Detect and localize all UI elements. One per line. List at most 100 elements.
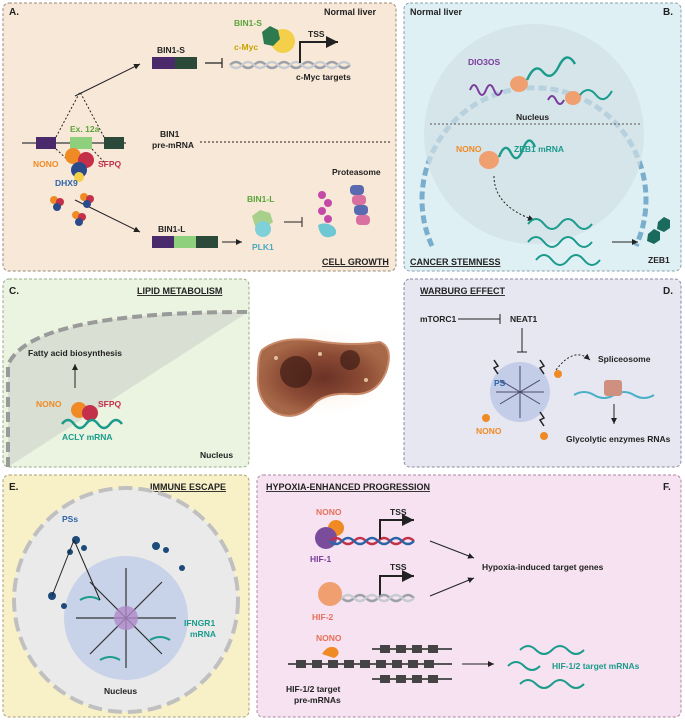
sfpq-label-a: SFPQ	[98, 159, 122, 169]
dio3os-label: DIO3OS	[468, 57, 500, 67]
bin1s-exon-2	[175, 57, 197, 69]
acly-mrna-icon	[61, 418, 123, 430]
mtorc1-label: mTORC1	[420, 314, 456, 324]
spliceosome-label: Spliceosome	[598, 354, 651, 364]
nucleus-label-c: Nucleus	[200, 450, 233, 460]
cytoplasmic-zeb1-mrna	[527, 218, 601, 266]
tss-label-f2: TSS	[390, 562, 407, 572]
nucleus-c	[6, 310, 249, 467]
nono-icon-f2	[322, 646, 339, 658]
panel-b-letter: B.	[663, 7, 673, 18]
tss-label-a: TSS	[308, 29, 325, 39]
hypoxia-label: Hypoxia-induced target genes	[482, 562, 604, 572]
neat1-label: NEAT1	[510, 314, 538, 324]
exon-label: Ex. 12a	[70, 124, 100, 134]
panel-a: A. Normal liver BIN1-S BIN1-S c-Myc TSS …	[2, 2, 397, 272]
spliceosome-icon	[604, 380, 622, 396]
nono-label-c: NONO	[36, 399, 62, 409]
cmyc-label: c-Myc	[234, 42, 258, 52]
nono-label-b: NONO	[456, 144, 482, 154]
panel-f-title: HYPOXIA-ENHANCED PROGRESSION	[266, 482, 430, 492]
panel-f-letter: F.	[663, 482, 671, 493]
bin1s-protein-label: BIN1-S	[234, 18, 262, 28]
paraspeckle-rnas	[496, 366, 544, 418]
hif1-label: HIF-1	[310, 554, 332, 564]
dna-helix-f1	[329, 536, 415, 546]
ifngr1-label: IFNGR1	[184, 618, 215, 628]
hif-target-mrnas	[507, 645, 585, 689]
panel-d-letter: D.	[663, 286, 673, 297]
sfpq-icon-c	[82, 405, 98, 421]
proteasome-label: Proteasome	[332, 167, 381, 177]
ps-label: PS	[494, 378, 506, 388]
cmyc-targets-label: c-Myc targets	[296, 72, 351, 82]
panel-a-title: Normal liver	[324, 7, 377, 17]
hif2-icon	[318, 582, 342, 606]
bin1s-protein-icon	[262, 26, 280, 46]
plk1-label: PLK1	[252, 242, 274, 252]
bin1l-exon-12a	[174, 236, 196, 248]
panel-a-letter: A.	[9, 7, 19, 18]
zeb1-mrna-label: ZEB1 mRNA	[514, 144, 564, 154]
panel-d: WARBURG EFFECT D. mTORC1 NEAT1 PS NONO S…	[403, 278, 682, 468]
bin1l-label: BIN1-L	[158, 224, 185, 234]
bin1s-exon-1	[152, 57, 175, 69]
glyco-label: Glycolytic enzymes RNAs	[566, 434, 671, 444]
panel-d-title: WARBURG EFFECT	[420, 286, 505, 296]
pss-label: PSs	[62, 514, 78, 524]
hif-pre-label: HIF-1/2 target	[286, 684, 340, 694]
free-complexes-a	[50, 193, 94, 226]
nono-label-f2: NONO	[316, 633, 342, 643]
zeb1-protein-icon	[647, 229, 660, 244]
sfpq-label-c: SFPQ	[98, 399, 122, 409]
exon-12a	[70, 137, 92, 149]
ifngr1-mrna-label: mRNA	[190, 629, 216, 639]
hif-mrna-label: HIF-1/2 target mRNAs	[552, 661, 640, 671]
tss-arrow-a	[299, 36, 338, 63]
export-arrow	[493, 175, 535, 221]
panel-b-title: Normal liver	[410, 7, 463, 17]
pre-mrna-bars	[288, 645, 452, 683]
nucleus-label-b: Nucleus	[516, 112, 549, 122]
nono-icon-b1	[510, 76, 528, 92]
bin1s-label: BIN1-S	[157, 45, 185, 55]
bin1l-exon-1	[152, 236, 174, 248]
arrow-to-bin1s	[74, 63, 141, 97]
hif2-label: HIF-2	[312, 612, 334, 622]
nono-label-f1: NONO	[316, 507, 342, 517]
fab-label: Fatty acid biosynthesis	[28, 348, 122, 358]
dhx9-label: DHX9	[55, 178, 78, 188]
nono-icon-b2	[479, 151, 499, 169]
proteasome-icon	[350, 185, 370, 225]
panel-c: C. LIPID METABOLISM Fatty acid biosynthe…	[2, 278, 250, 468]
tss-label-f1: TSS	[390, 507, 407, 517]
zeb1-mrna-nuclear	[497, 139, 537, 160]
dna-helix-f2	[329, 593, 415, 603]
panel-e: E. IMMUNE ESCAPE PSs IFNGR1 mRNA Nucleus	[2, 474, 250, 718]
nucleus-label-e: Nucleus	[104, 686, 137, 696]
panel-a-footer: CELL GROWTH	[322, 257, 389, 267]
nucleus-b	[424, 24, 644, 244]
panel-e-letter: E.	[9, 482, 19, 493]
dio3os-rna	[469, 84, 503, 96]
bin1l-exon-2	[196, 236, 218, 248]
nono-label-a: NONO	[33, 159, 59, 169]
plk1-icon	[255, 221, 271, 237]
bin1l-protein-label: BIN1-L	[247, 194, 274, 204]
bin1-pre-label: BIN1	[160, 129, 180, 139]
bin1-pre-label-2: pre-mRNA	[152, 140, 194, 150]
acly-label: ACLY mRNA	[62, 432, 113, 442]
dna-helix-a	[229, 60, 351, 70]
zeb1-label: ZEB1	[648, 255, 670, 265]
ubiquitin-chain	[318, 191, 337, 238]
panel-c-title: LIPID METABOLISM	[137, 286, 222, 296]
panel-c-letter: C.	[9, 286, 19, 297]
nono-label-d: NONO	[476, 426, 502, 436]
panel-b-footer: CANCER STEMNESS	[410, 257, 501, 267]
hcc-liver	[250, 324, 394, 420]
panel-f: HYPOXIA-ENHANCED PROGRESSION F. NONO HIF…	[256, 474, 682, 718]
panel-b: Normal liver B. Nucleus DIO3OS NONO ZEB1…	[403, 2, 682, 272]
nono-sfpq-dhx9-complex	[65, 148, 94, 182]
panel-e-title: IMMUNE ESCAPE	[150, 482, 226, 492]
